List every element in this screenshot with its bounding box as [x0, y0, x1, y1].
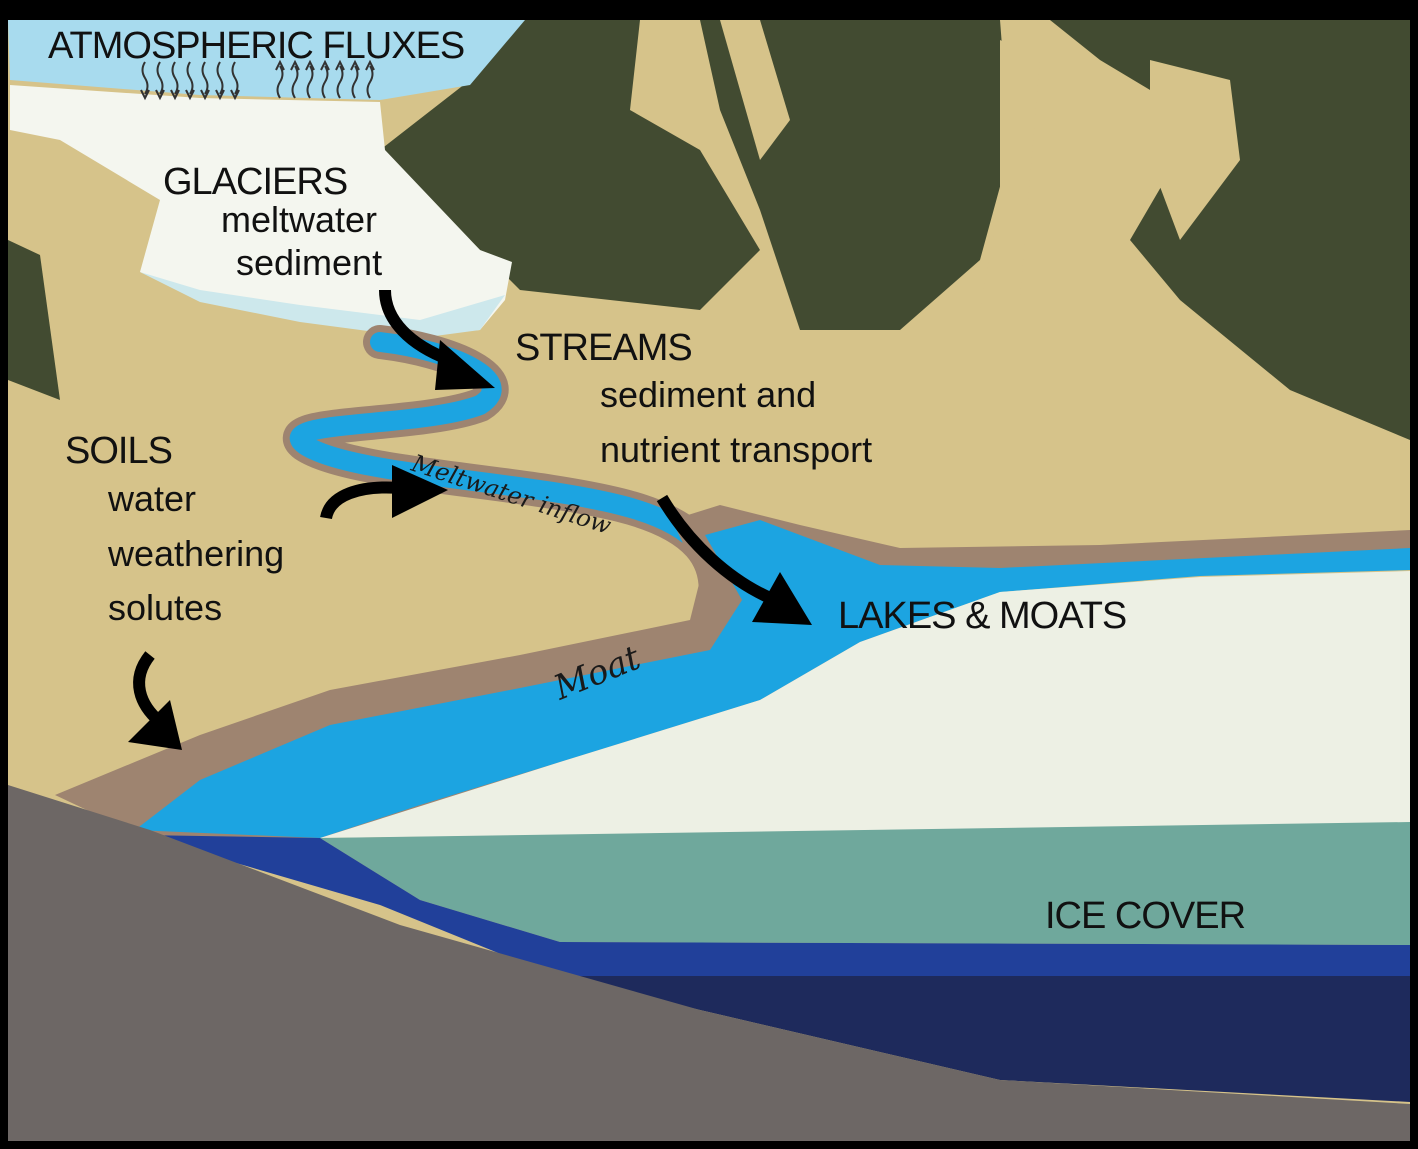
flow-arrows	[128, 289, 812, 750]
lake-bottom-water	[560, 976, 1410, 1102]
glacier-to-stream-arrow	[379, 289, 453, 366]
bedrock	[8, 785, 1410, 1141]
atmosphere-sky	[8, 20, 525, 100]
glaciers-label: GLACIERS	[163, 161, 347, 203]
atmospheric-fluxes-label: ATMOSPHERIC FLUXES	[48, 25, 464, 67]
glacier	[10, 85, 512, 335]
streams-label: STREAMS	[515, 327, 692, 369]
streams-sub-line1: sediment and	[600, 374, 816, 415]
soils-solutes-label: solutes	[108, 587, 222, 628]
soils-to-stream-arrowhead	[392, 465, 448, 518]
soils-weathering-label: weathering	[107, 533, 284, 574]
atmospheric-flux-arrows	[140, 59, 375, 101]
soils-to-stream-arrow	[320, 481, 401, 520]
lakes-moats-label: LAKES & MOATS	[838, 595, 1126, 637]
ice-cover	[320, 822, 1410, 945]
soils-water-label: water	[107, 478, 196, 519]
lake-ice	[320, 571, 1410, 838]
glaciers-sediment-label: sediment	[236, 242, 382, 283]
soils-label: SOILS	[65, 430, 172, 472]
glacier-toe	[140, 272, 505, 338]
mountains	[8, 20, 1410, 440]
ice-cover-label: ICE COVER	[1045, 895, 1245, 937]
streams-sub-line2: nutrient transport	[600, 429, 872, 470]
mountain-ridges	[720, 20, 1240, 310]
glaciers-meltwater-label: meltwater	[221, 199, 377, 240]
soils-to-moat-arrowhead	[128, 700, 182, 750]
stream-to-lake-arrowhead	[752, 572, 812, 625]
deep-water	[140, 835, 1410, 978]
glacier-to-stream-arrowhead	[435, 340, 495, 390]
moat-water	[135, 520, 1410, 838]
stream-to-lake-arrow	[656, 494, 773, 604]
